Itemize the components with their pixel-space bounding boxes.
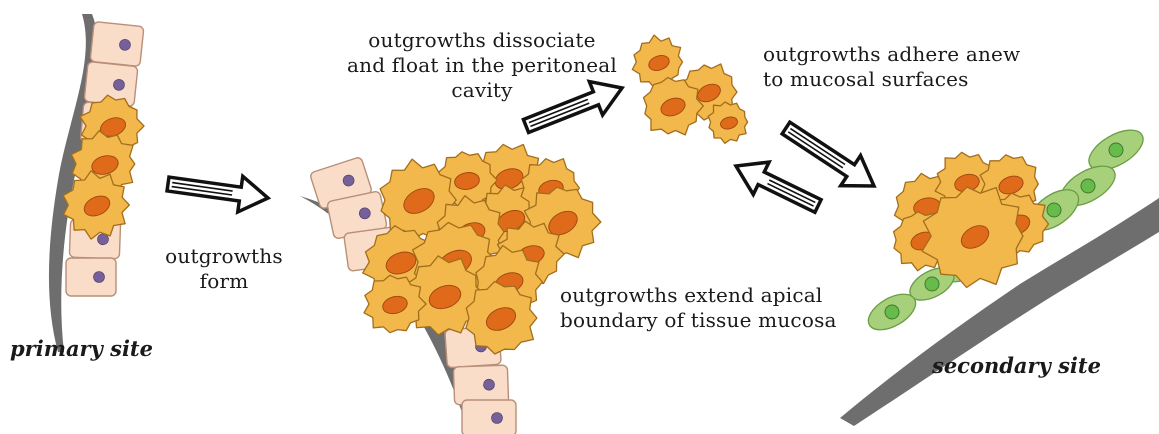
outgrowth-cell [708,102,747,143]
mesothelial-nucleus [1047,203,1061,217]
epithelial-cell [462,400,516,434]
outgrowth-cell [632,35,682,88]
label-extend: outgrowths extend apical boundary of tis… [560,283,837,333]
epithelial-nucleus [483,379,494,390]
epithelial-cell [90,21,144,66]
label-adhere: outgrowths adhere anew to mucosal surfac… [763,42,1020,92]
primary-site-label: primary site [10,336,153,361]
mesothelial-nucleus [1081,179,1095,193]
arrow-outgrowths-form [166,166,271,216]
epithelial-nucleus [94,272,105,283]
floating-outgrowths [632,35,747,143]
outgrowth-tissue [300,144,601,434]
arrow-detach [728,150,826,222]
secondary-site-label: secondary site [932,353,1101,378]
primary-site-tissue [49,14,144,352]
mesothelial-nucleus [885,305,899,319]
label-outgrowths-form: outgrowths form [152,244,296,294]
mesothelial-nucleus [925,277,939,291]
label-dissociate: outgrowths dissociate and float in the p… [332,28,632,103]
epithelial-nucleus [492,413,503,424]
epithelial-cell [453,365,508,405]
secondary-site-tissue [840,122,1159,426]
epithelial-cell [66,258,116,296]
mesothelial-nucleus [1109,143,1123,157]
